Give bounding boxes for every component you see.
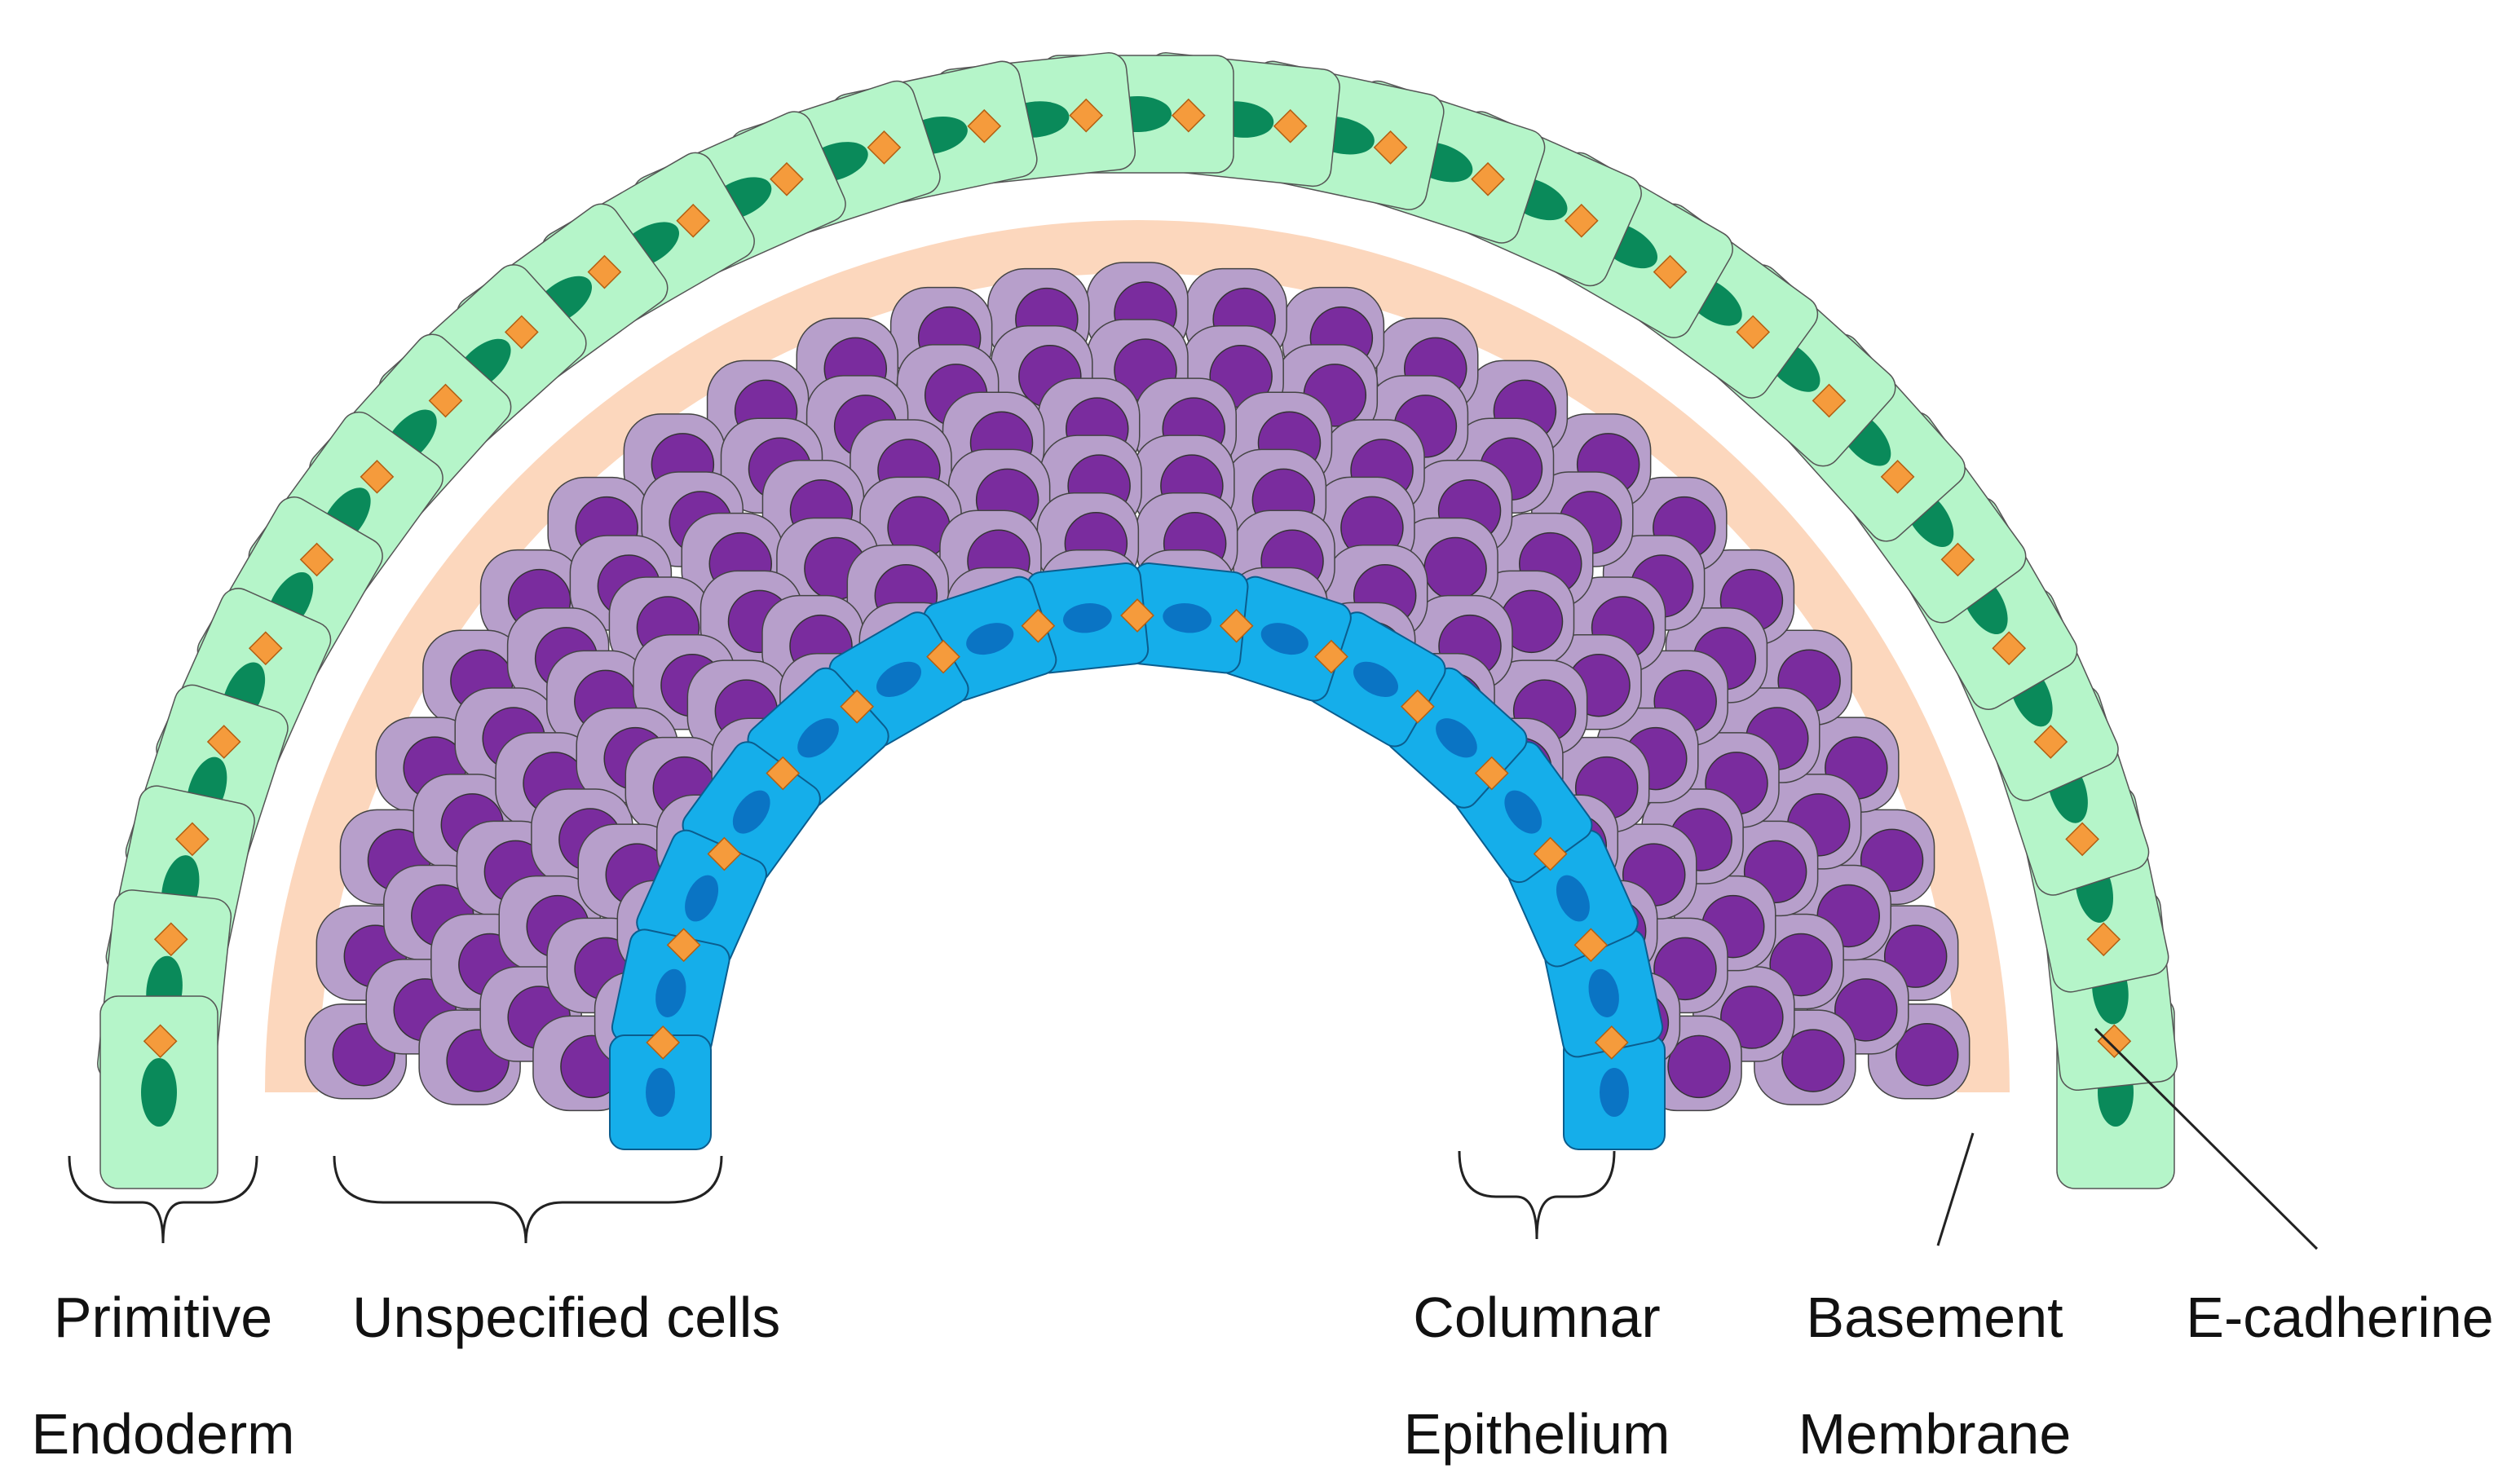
epithelium-cell (636, 829, 767, 968)
e-cadherine-junction (676, 203, 711, 238)
e-cadherine-junction (770, 161, 804, 196)
primitive-endoderm-group (97, 52, 2178, 1189)
epithelium-nucleus (655, 968, 686, 1017)
epithelium-nucleus (732, 790, 770, 834)
e-cadherine-junction (1171, 98, 1206, 133)
epithelium-nucleus (1163, 603, 1212, 633)
brace-primitive-endoderm (68, 1155, 258, 1244)
e-cadherine-junction (1812, 383, 1847, 418)
label-primitive-line1: Primitive (54, 1286, 272, 1349)
label-epithelium-line2: Epithelium (1404, 1402, 1670, 1466)
label-columnar-line1: Columnar (1413, 1286, 1660, 1349)
label-membrane-line2: Membrane (1798, 1402, 2072, 1466)
epithelium-nucleus (685, 875, 719, 922)
e-cadherine-junction (2033, 725, 2068, 759)
brace-unspecified-cells (333, 1155, 723, 1244)
epithelium-cell (1217, 576, 1352, 702)
e-cadherine-junction (1314, 639, 1348, 674)
epithelium-nucleus (966, 623, 1014, 655)
e-cadherine-junction (1069, 98, 1104, 133)
e-cadherine-junction (707, 836, 742, 871)
epithelium-nucleus (1353, 661, 1398, 698)
e-cadherine-junction (299, 542, 334, 577)
epithelium-nucleus (1436, 718, 1477, 758)
e-cadherine-junction (1471, 161, 1505, 196)
e-cadherine-junction (766, 756, 801, 791)
unspecified-nucleus (1834, 978, 1898, 1042)
e-cadherine-junction (2086, 922, 2121, 957)
epithelium-nucleus (1062, 603, 1112, 633)
e-cadherine-junction (1653, 254, 1688, 289)
e-cadherine-junction (1373, 130, 1408, 165)
e-cadherine-junction (1273, 108, 1308, 143)
brace-columnar-epithelium (1458, 1150, 1616, 1240)
e-cadherine-junction (1880, 459, 1915, 494)
e-cadherine-junction (2097, 1024, 2132, 1059)
unspecified-nucleus (1781, 1029, 1845, 1092)
endoderm-cell (99, 995, 218, 1189)
e-cadherine-junction (1940, 542, 1975, 577)
unspecified-cells-group (304, 262, 1971, 1112)
epithelium-nucleus (876, 661, 921, 698)
e-cadherine-junction (1474, 756, 1509, 791)
label-basement-line1: Basement (1806, 1286, 2063, 1349)
e-cadherine-junction (1533, 836, 1568, 871)
epithelium-cell (1125, 562, 1249, 674)
e-cadherine-junction (143, 1024, 178, 1059)
unspecified-nucleus (1895, 1023, 1959, 1087)
epithelium-nucleus (1556, 875, 1590, 922)
e-cadherine-junction (1736, 315, 1771, 350)
e-cadherine-junction (1564, 203, 1599, 238)
e-cadherine-junction (175, 822, 210, 857)
e-cadherine-junction (2065, 822, 2099, 857)
e-cadherine-junction (504, 315, 539, 350)
e-cadherine-junction (1120, 598, 1154, 633)
e-cadherine-junction (153, 922, 188, 957)
epithelium-nucleus (1600, 1068, 1629, 1117)
annotation-lines (68, 1027, 2319, 1250)
e-cadherine-junction (840, 689, 875, 724)
e-cadherine-junction (1400, 689, 1435, 724)
e-cadherine-junctions-group (143, 98, 2132, 1060)
pointer-e-cadherine (2094, 1027, 2319, 1250)
e-cadherine-junction (926, 639, 960, 674)
unspecified-nucleus (1883, 924, 1948, 988)
unspecified-nucleus (1667, 1034, 1731, 1099)
e-cadherine-junction (206, 725, 241, 759)
epithelium-cell (609, 1034, 712, 1150)
label-endoderm-line2: Endoderm (32, 1402, 295, 1466)
e-cadherine-junction (1021, 608, 1056, 643)
e-cadherine-junction (248, 631, 283, 666)
e-cadherine-junction (967, 108, 1002, 143)
e-cadherine-junction (1573, 928, 1609, 963)
epithelium-cell (1026, 562, 1150, 674)
epithelium-nucleus (1504, 790, 1542, 834)
epithelium-cell (1563, 1034, 1666, 1150)
label-e-cadherine: E-cadherine (2186, 1286, 2493, 1349)
e-cadherine-junction (1219, 608, 1254, 643)
label-unspecified-cells: Unspecified cells (352, 1286, 780, 1349)
e-cadherine-junction (666, 928, 701, 963)
e-cadherine-junction (1992, 631, 2027, 666)
pointer-basement-membrane (1936, 1132, 1975, 1246)
epithelium-nucleus (646, 1068, 675, 1117)
endoderm-nucleus (141, 1058, 177, 1127)
epithelium-nucleus (1260, 623, 1309, 655)
e-cadherine-junction (646, 1025, 681, 1060)
e-cadherine-junction (587, 254, 622, 289)
epithelium-nucleus (797, 718, 839, 758)
e-cadherine-junction (1594, 1025, 1629, 1060)
e-cadherine-junction (360, 459, 395, 494)
e-cadherine-junction (428, 383, 463, 418)
unspecified-nucleus (1423, 536, 1487, 601)
e-cadherine-junction (867, 130, 902, 165)
epithelium-nucleus (1588, 968, 1619, 1017)
